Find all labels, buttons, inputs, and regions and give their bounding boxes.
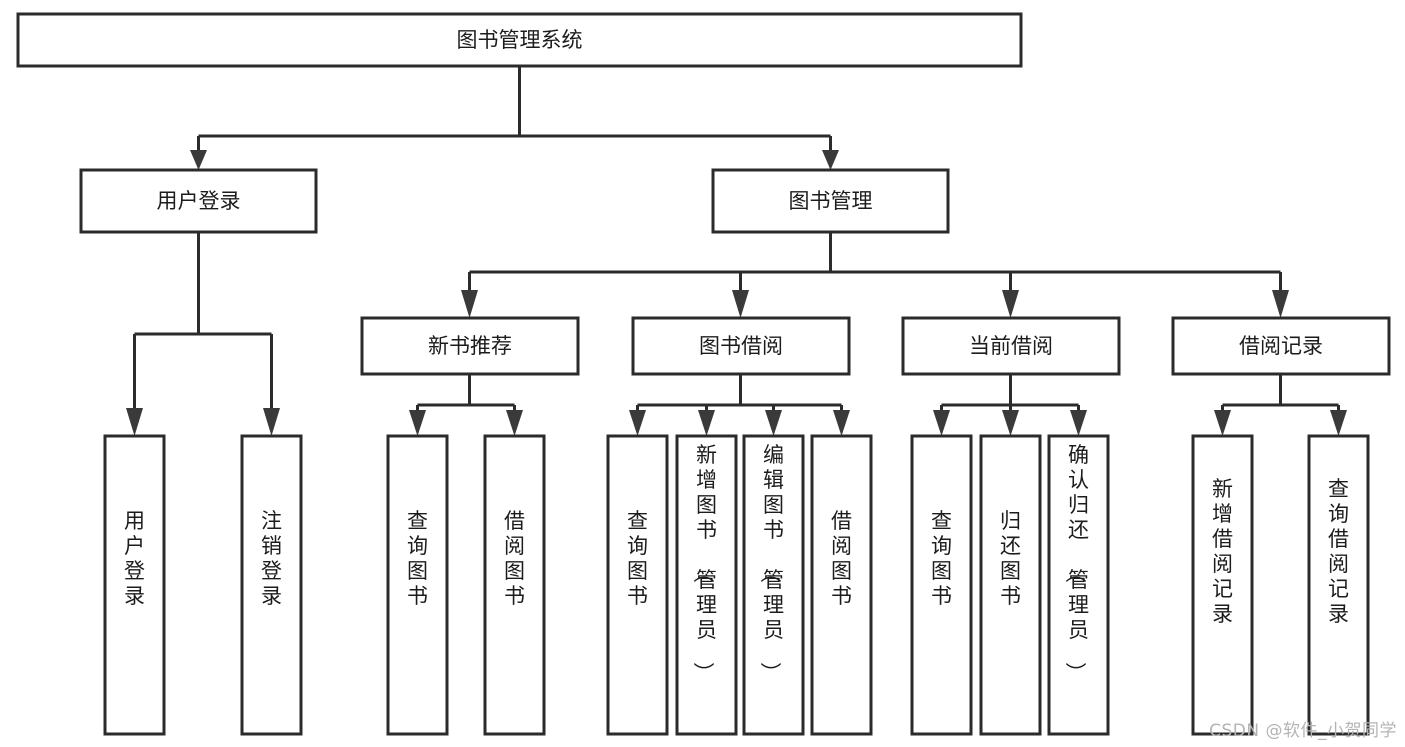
node-leaf-confirm-return-label: 确认归还（管理员） [1063,443,1089,683]
node-leaf-query-book-2[interactable]: 查询图书 [606,434,669,736]
arrow-leaf-logout-icon [263,408,280,436]
node-leaf-add-record[interactable]: 新增借阅记录 [1191,434,1254,736]
node-borrow-record-box[interactable] [1171,316,1391,376]
node-system-label: 图书管理系统 [457,28,583,52]
node-leaf-query-book-1-label: 查询图书 [407,509,428,608]
node-leaf-edit-book-box[interactable] [742,434,805,736]
arrow-leaf-add-record-icon [1214,410,1231,436]
arrow-leaf-edit-book-icon [765,410,782,436]
node-leaf-edit-book[interactable]: 编辑图书（管理员） [742,434,805,736]
arrow-current-borrow-icon [1002,290,1019,318]
node-leaf-user-login-label: 用户登录 [124,509,145,608]
node-leaf-logout-box[interactable] [240,434,303,736]
node-leaf-borrow-book-2[interactable]: 借阅图书 [810,434,873,736]
node-leaf-query-book-3-label: 查询图书 [931,509,952,608]
node-leaf-query-record-label: 查询借阅记录 [1328,477,1349,626]
arrow-book-borrow-icon [732,290,749,318]
arrow-leaf-add-book-icon [698,410,715,436]
node-leaf-edit-book-label: 编辑图书（管理员） [758,443,784,683]
node-leaf-confirm-return[interactable]: 确认归还（管理员） [1047,434,1110,736]
arrow-leaf-query-book-1-icon [409,410,426,436]
node-new-book-recommend[interactable]: 新书推荐 [360,316,580,376]
node-leaf-query-book-3-box[interactable] [910,434,973,736]
node-book-management[interactable]: 图书管理 [711,168,950,234]
node-new-book-recommend-label: 新书推荐 [428,334,512,358]
node-book-borrow-label: 图书借阅 [699,334,783,358]
node-leaf-query-book-2-label: 查询图书 [627,509,648,608]
node-leaf-return-book[interactable]: 归还图书 [979,434,1042,736]
arrow-leaf-query-book-3-icon [933,410,950,436]
arrow-borrow-record-icon [1272,290,1289,318]
node-system[interactable]: 图书管理系统 [16,12,1023,68]
node-leaf-query-record-box[interactable] [1307,434,1370,736]
node-current-borrow-label: 当前借阅 [969,334,1053,358]
node-book-borrow[interactable]: 图书借阅 [631,316,851,376]
node-leaf-confirm-return-box[interactable] [1047,434,1110,736]
csdn-watermark: CSDN @软件_小贺同学 [1209,721,1397,741]
node-leaf-add-record-label: 新增借阅记录 [1212,477,1233,626]
node-book-borrow-box[interactable] [631,316,851,376]
node-leaf-logout[interactable]: 注销登录 [240,434,303,736]
node-user-login[interactable]: 用户登录 [79,168,318,234]
node-leaf-query-book-2-box[interactable] [606,434,669,736]
node-leaf-return-book-box[interactable] [979,434,1042,736]
node-leaf-borrow-book-1-box[interactable] [483,434,546,736]
node-leaf-query-book-3[interactable]: 查询图书 [910,434,973,736]
node-book-management-box[interactable] [711,168,950,234]
arrow-leaf-query-book-2-icon [629,410,646,436]
node-leaf-borrow-book-1[interactable]: 借阅图书 [483,434,546,736]
arrow-leaf-query-record-icon [1330,410,1347,436]
node-leaf-query-book-1-box[interactable] [386,434,449,736]
node-leaf-borrow-book-2-box[interactable] [810,434,873,736]
arrow-leaf-borrow-book-2-icon [833,410,850,436]
node-leaf-borrow-book-2-label: 借阅图书 [831,509,852,608]
node-borrow-record-label: 借阅记录 [1239,334,1323,358]
node-leaf-user-login[interactable]: 用户登录 [103,434,166,736]
arrow-new-book-recommend-icon [461,290,478,318]
arrow-leaf-user-login-icon [126,408,143,436]
node-user-login-label: 用户登录 [157,189,241,213]
arrow-leaf-borrow-book-1-icon [506,410,523,436]
node-leaf-user-login-box[interactable] [103,434,166,736]
node-leaf-add-record-box[interactable] [1191,434,1254,736]
node-leaf-return-book-label: 归还图书 [1000,509,1021,608]
node-leaf-logout-label: 注销登录 [261,509,282,608]
arrow-leaf-confirm-return-icon [1070,410,1087,436]
arrow-user-login-icon [190,150,207,170]
node-book-management-label: 图书管理 [789,189,873,213]
node-system-box[interactable] [16,12,1023,68]
node-leaf-add-book[interactable]: 新增图书（管理员） [675,434,738,736]
node-current-borrow-box[interactable] [901,316,1121,376]
arrow-book-management-icon [822,150,839,170]
connector-layer [126,66,1347,436]
node-leaf-add-book-label: 新增图书（管理员） [691,443,717,683]
node-leaf-borrow-book-1-label: 借阅图书 [504,509,525,608]
node-current-borrow[interactable]: 当前借阅 [901,316,1121,376]
node-borrow-record[interactable]: 借阅记录 [1171,316,1391,376]
node-new-book-recommend-box[interactable] [360,316,580,376]
node-leaf-add-book-box[interactable] [675,434,738,736]
arrow-leaf-return-book-icon [1002,410,1019,436]
node-leaf-query-record[interactable]: 查询借阅记录 [1307,434,1370,736]
node-user-login-box[interactable] [79,168,318,234]
node-leaf-query-book-1[interactable]: 查询图书 [386,434,449,736]
